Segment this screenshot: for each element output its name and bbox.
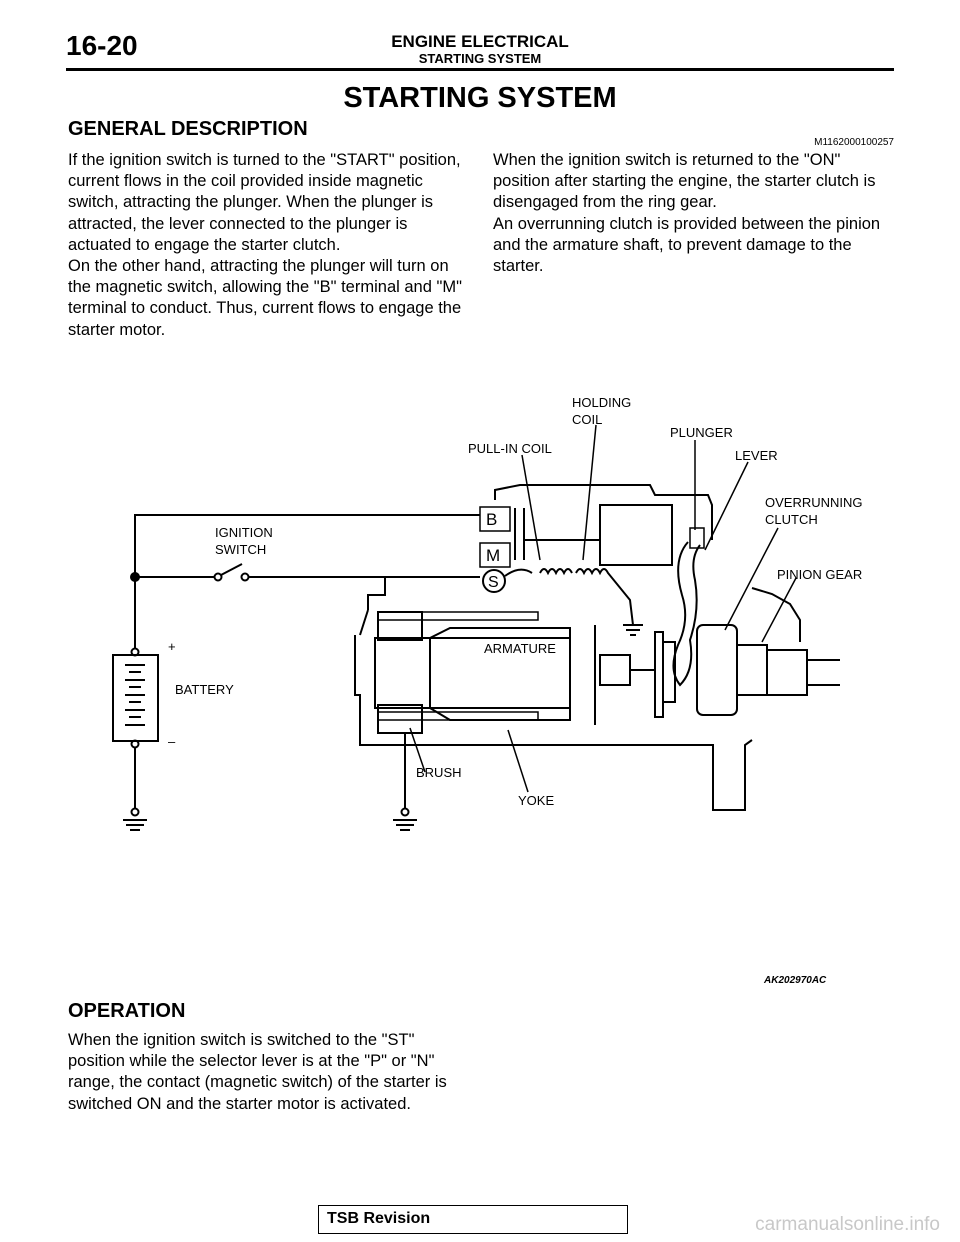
header-subsection-title: STARTING SYSTEM xyxy=(418,51,542,66)
page-title: STARTING SYSTEM xyxy=(343,82,617,114)
starter-motor-body xyxy=(354,577,840,831)
general-description-heading: GENERAL DESCRIPTION xyxy=(68,118,308,140)
paragraph: On the other hand, attracting the plunge… xyxy=(68,257,462,339)
label-holding-coil-line1: HOLDING xyxy=(572,395,631,410)
paragraph: When the ignition switch is switched to … xyxy=(68,1031,447,1113)
tsb-revision-label: TSB Revision xyxy=(327,1210,431,1227)
label-lever: LEVER xyxy=(735,448,778,463)
label-ignition-line1: IGNITION xyxy=(215,525,273,540)
label-brush: BRUSH xyxy=(416,765,462,780)
circuit-wiring xyxy=(123,514,480,831)
figure-id: AK202970AC xyxy=(764,975,827,986)
header-section-title: ENGINE ELECTRICAL xyxy=(391,32,569,51)
header-divider xyxy=(66,68,894,71)
document-code: M1162000100257 xyxy=(814,137,894,148)
label-pull-in-coil: PULL-IN COIL xyxy=(468,441,552,456)
label-overrunning-line2: CLUTCH xyxy=(765,512,818,527)
label-holding-coil-line2: COIL xyxy=(572,412,602,427)
tsb-revision-box: TSB Revision xyxy=(318,1205,628,1234)
general-description-right-column: When the ignition switch is returned to … xyxy=(493,150,897,277)
page-number: 16-20 xyxy=(66,30,138,61)
paragraph: When the ignition switch is returned to … xyxy=(493,151,876,212)
label-plunger: PLUNGER xyxy=(670,425,733,440)
label-overrunning-line1: OVERRUNNING xyxy=(765,495,863,510)
label-terminal-b: B xyxy=(486,510,497,529)
label-ignition-line2: SWITCH xyxy=(215,542,266,557)
label-battery-positive: + xyxy=(168,639,176,654)
general-description-left-column: If the ignition switch is turned to the … xyxy=(68,150,472,341)
callout-leaders xyxy=(409,424,797,793)
battery-symbol xyxy=(112,654,159,742)
paragraph: If the ignition switch is turned to the … xyxy=(68,151,461,254)
operation-heading: OPERATION xyxy=(68,1000,186,1022)
label-pinion-gear: PINION GEAR xyxy=(777,567,862,582)
watermark-text: carmanualsonline.info xyxy=(755,1214,940,1235)
operation-text: When the ignition switch is switched to … xyxy=(68,1030,472,1115)
label-armature: ARMATURE xyxy=(484,641,556,656)
running-header: ENGINE ELECTRICAL STARTING SYSTEM xyxy=(0,32,960,66)
magnetic-switch xyxy=(479,484,713,687)
label-terminal-s: S xyxy=(488,574,499,591)
label-battery: BATTERY xyxy=(175,682,234,697)
starting-system-diagram: HOLDING COIL PULL-IN COIL PLUNGER LEVER … xyxy=(100,380,880,990)
label-yoke: YOKE xyxy=(518,793,554,808)
paragraph: An overrunning clutch is provided betwee… xyxy=(493,214,881,276)
label-terminal-m: M xyxy=(486,546,500,565)
label-battery-negative: – xyxy=(168,734,176,749)
